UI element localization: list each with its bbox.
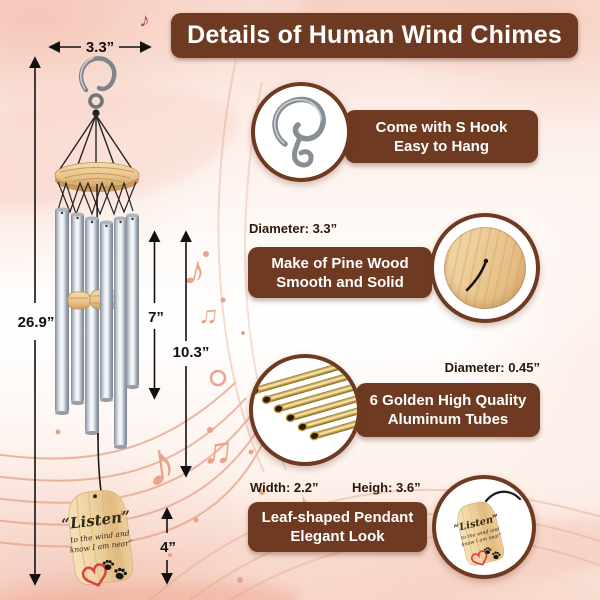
s-hook-icon bbox=[272, 96, 326, 168]
dimension-pendant-height: Heigh: 3.6” bbox=[352, 480, 421, 495]
feature-label-pendant: Leaf-shaped Pendant Elegant Look bbox=[248, 502, 427, 552]
pine-wood-disc-icon bbox=[444, 227, 526, 309]
feature-line: Aluminum Tubes bbox=[387, 411, 509, 428]
s-hook-photo-circle bbox=[251, 82, 351, 182]
dimension-pendant-width: Width: 2.2” bbox=[250, 480, 319, 495]
disc-cord-icon bbox=[465, 258, 489, 292]
tube bbox=[55, 207, 69, 415]
feature-line: Come with S Hook bbox=[375, 118, 508, 136]
feature-line: Easy to Hang bbox=[393, 137, 490, 155]
golden-tube bbox=[261, 367, 357, 405]
measurement-labels: 3.3” 26.9” 7” 10.3” 4” bbox=[18, 39, 210, 556]
tube bbox=[85, 216, 99, 435]
golden-tube bbox=[297, 394, 357, 432]
golden-tube bbox=[309, 403, 357, 441]
pendant-cord bbox=[484, 490, 522, 503]
tube bbox=[114, 216, 127, 449]
page-title-text: Details of Human Wind Chimes bbox=[187, 21, 562, 49]
beamed-note-icon: ♫ bbox=[197, 298, 220, 330]
measurement-pendant-height: 4” bbox=[160, 539, 176, 556]
dimension-pine-wood: Diameter: 3.3” bbox=[249, 221, 338, 236]
feature-label-pine-wood: Make of Pine Wood Smooth and Solid bbox=[248, 247, 432, 298]
pendant-tag: “Listen” ♪ to the wind and know I am nea… bbox=[60, 490, 133, 587]
wood-grain-lines bbox=[76, 490, 126, 584]
aluminum-tubes-icon bbox=[253, 358, 357, 441]
pendant-tag-icon: “Listen” ♪ to the wind and know I am nea… bbox=[453, 490, 522, 566]
measurement-total-height: 26.9” bbox=[18, 314, 55, 331]
pendant-cord bbox=[97, 432, 102, 492]
pendant-hole bbox=[93, 494, 98, 499]
paw-print-icon bbox=[483, 547, 492, 554]
feature-label-s-hook: Come with S Hook Easy to Hang bbox=[345, 110, 538, 163]
dimension-tubes: Diameter: 0.45” bbox=[444, 360, 540, 375]
feature-line: Make of Pine Wood bbox=[271, 254, 409, 272]
feature-line: Smooth and Solid bbox=[276, 273, 404, 291]
heart-icon bbox=[81, 563, 107, 587]
eighth-note-icon: ♪ bbox=[138, 9, 151, 32]
chime-tubes bbox=[55, 207, 139, 449]
measurement-longest-tube: 10.3” bbox=[173, 344, 210, 361]
chime-top-strings bbox=[57, 114, 135, 173]
pine-wood-photo-circle bbox=[430, 213, 540, 323]
feature-label-tubes: 6 Golden High Quality Aluminum Tubes bbox=[356, 383, 540, 437]
tube bbox=[126, 213, 139, 389]
feature-line: 6 Golden High Quality bbox=[369, 392, 527, 409]
red-note-icon: ♪ bbox=[490, 513, 494, 520]
mini-pendant-tag: “Listen” ♪ to the wind and know I am nea… bbox=[453, 501, 505, 566]
paw-print-icon bbox=[114, 567, 128, 580]
red-note-icon: ♪ bbox=[119, 507, 125, 517]
beamed-note-icon: ♫ bbox=[201, 427, 235, 474]
heart-icon bbox=[471, 550, 488, 566]
golden-tube bbox=[273, 376, 357, 414]
hook-connector-bead bbox=[92, 109, 100, 117]
paw-print-icon bbox=[492, 551, 501, 560]
paw-print-icon bbox=[102, 559, 115, 570]
tubes-photo-circle bbox=[249, 354, 361, 466]
open-note-icon bbox=[209, 369, 227, 387]
measurement-first-tube: 7” bbox=[148, 309, 164, 326]
chime-hanging-hook bbox=[78, 56, 117, 117]
tube bbox=[100, 220, 113, 402]
measurement-arrows bbox=[29, 41, 192, 586]
page-title: Details of Human Wind Chimes bbox=[171, 13, 578, 58]
chime-wooden-ring bbox=[54, 162, 140, 192]
wood-grain-lines bbox=[59, 167, 135, 183]
measurement-hanger-width: 3.3” bbox=[86, 39, 114, 56]
golden-tube bbox=[285, 385, 357, 423]
feature-line: Elegant Look bbox=[290, 528, 385, 545]
feature-line: Leaf-shaped Pendant bbox=[261, 509, 414, 526]
pendant-photo-circle: “Listen” ♪ to the wind and know I am nea… bbox=[432, 475, 536, 579]
